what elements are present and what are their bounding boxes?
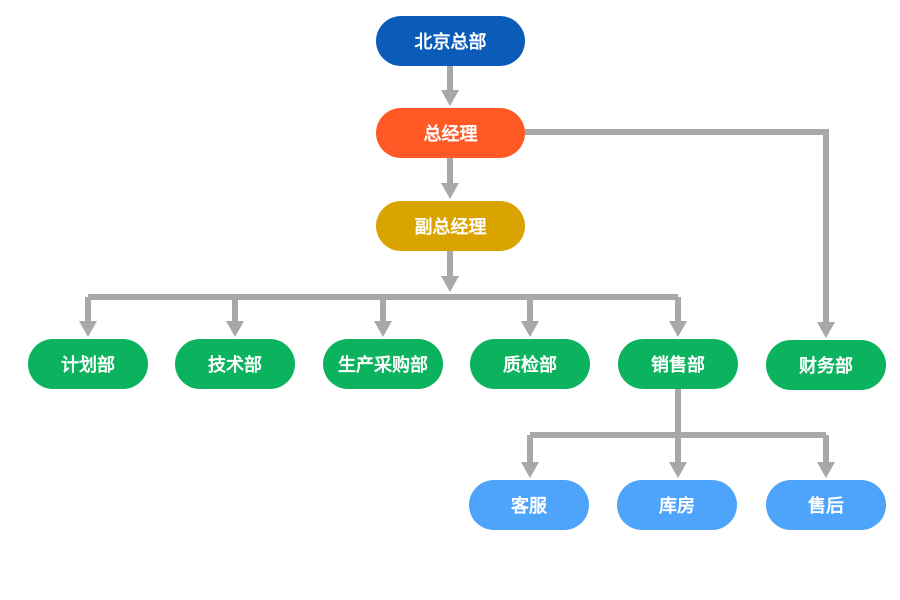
node-finance-dept: 财务部 (766, 340, 886, 390)
node-plan-dept: 计划部 (28, 339, 148, 389)
node-hq: 北京总部 (376, 16, 525, 66)
node-sales-dept: 销售部 (618, 339, 738, 389)
arrowhead-vice-bus (441, 276, 459, 292)
arrowhead-sales (669, 321, 687, 337)
arrowhead-finance (817, 322, 835, 338)
arrowhead-quality (521, 321, 539, 337)
node-vice-general-manager: 副总经理 (376, 201, 525, 251)
arrowhead-service (521, 462, 539, 478)
node-general-manager: 总经理 (376, 108, 525, 158)
node-customer-service: 客服 (469, 480, 589, 530)
node-tech-dept: 技术部 (175, 339, 295, 389)
arrowhead-after-sales (817, 462, 835, 478)
arrowhead-warehouse (669, 462, 687, 478)
arrowhead-plan (79, 321, 97, 337)
arrowhead-gm (441, 90, 459, 106)
arrowhead-tech (226, 321, 244, 337)
node-production-procurement-dept: 生产采购部 (323, 339, 443, 389)
node-warehouse: 库房 (617, 480, 737, 530)
connector-gm-finance (525, 129, 829, 324)
arrowhead-vice (441, 183, 459, 199)
node-quality-dept: 质检部 (470, 339, 590, 389)
arrowhead-production (374, 321, 392, 337)
node-after-sales: 售后 (766, 480, 886, 530)
